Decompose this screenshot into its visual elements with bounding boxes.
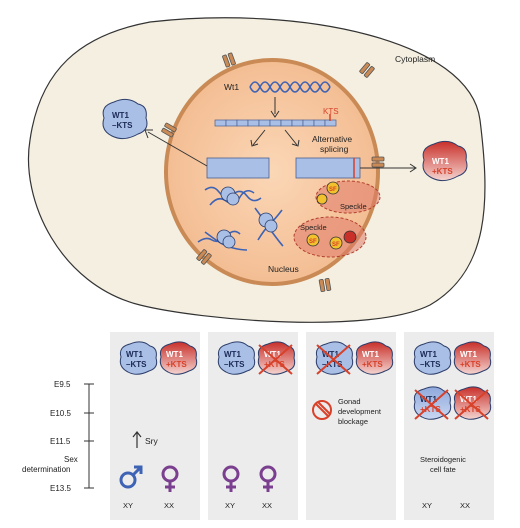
timeline-e13-5: E13.5 [50,484,71,493]
svg-text:–KTS: –KTS [420,360,441,369]
panel2-wt1-minus: WT1 –KTS [217,341,256,375]
svg-text:SF: SF [329,187,337,193]
sry-label: Sry [145,436,159,446]
blockage-line3: blockage [338,417,368,426]
arrow-export-minus [147,131,208,167]
svg-text:WT1: WT1 [166,350,183,359]
male-symbol-icon [119,465,143,489]
timeline-sex-2: determination [22,465,70,474]
svg-text:+KTS: +KTS [460,360,481,369]
svg-text:WT1: WT1 [112,111,129,120]
panel1-wt1-minus: WT1 –KTS [119,341,158,375]
wt1-plus-kts-protein: WT1 +KTS [422,140,468,182]
svg-text:–KTS: –KTS [112,121,133,130]
svg-text:WT1: WT1 [432,157,449,166]
nucleus-label: Nucleus [268,264,299,274]
alt-splicing-label-2: splicing [320,144,349,154]
svg-text:SF: SF [332,242,340,248]
panel1-xy: XY [123,501,133,510]
svg-text:WT1: WT1 [460,395,477,404]
svg-text:Speckle: Speckle [340,202,367,211]
dna-helix-icon [249,81,331,93]
svg-text:+KTS: +KTS [460,405,481,414]
alt-splicing-label-1: Alternative [312,134,352,144]
female-symbol-icon [259,465,277,492]
svg-text:–KTS: –KTS [126,360,147,369]
female-symbol-icon [222,465,240,492]
panel1-xx: XX [164,501,174,510]
panel4-wt1-plus: WT1 +KTS [453,341,492,375]
wt1-nuclear-protein-icon [216,186,278,249]
nuclear-pore-icon [161,52,385,293]
mrna-exon-strip [214,119,337,127]
blockage-icon [312,400,332,420]
svg-text:+KTS: +KTS [432,167,453,176]
panel2-wt1-plus-knockout: WT1 +KTS [257,341,296,375]
female-symbol-icon [161,465,179,492]
speckle-lower: Speckle SF SF [293,216,367,258]
svg-text:+KTS: +KTS [166,360,187,369]
timeline-e10-5: E10.5 [50,409,71,418]
svg-text:WT1: WT1 [420,350,437,359]
svg-text:WT1: WT1 [126,350,143,359]
panel4-wt1-minus-knockout: WT1 +KTS [413,386,452,420]
fate-line1: Steroidogenic [420,455,466,464]
svg-text:+KTS: +KTS [420,405,441,414]
svg-text:WT1: WT1 [224,350,241,359]
fate-line2: cell fate [430,465,456,474]
svg-text:WT1: WT1 [362,350,379,359]
transcript-minus-kts [206,157,270,179]
panel1-wt1-plus: WT1 +KTS [159,341,198,375]
svg-text:WT1: WT1 [420,395,437,404]
arrow-splice-right [284,129,298,146]
wt1-gene-label: Wt1 [224,82,239,92]
timeline-sex-1: Sex [64,455,78,464]
wt1-minus-kts-protein: WT1 –KTS [102,98,148,140]
panel4-xy: XY [422,501,432,510]
cytoplasm-label: Cytoplasm [395,54,435,64]
blockage-line2: development [338,407,382,416]
panel4-wt1-plus-knockout: WT1 +KTS [453,386,492,420]
speckle-upper: Speckle SF [315,180,381,214]
svg-text:WT1: WT1 [264,350,281,359]
svg-text:–KTS: –KTS [224,360,245,369]
svg-text:–KTS: –KTS [322,360,343,369]
timeline-e9-5: E9.5 [54,380,71,389]
svg-text:WT1: WT1 [322,350,339,359]
panel4-xx: XX [460,501,470,510]
svg-text:SF: SF [309,239,317,245]
svg-text:Speckle: Speckle [300,223,327,232]
panel3-wt1-plus: WT1 +KTS [355,341,394,375]
blockage-line1: Gonad [338,397,361,406]
panel2-xx: XX [262,501,272,510]
panel4-wt1-minus: WT1 –KTS [413,341,452,375]
svg-text:+KTS: +KTS [362,360,383,369]
svg-text:+KTS: +KTS [264,360,285,369]
panel3-wt1-minus-knockout: WT1 –KTS [315,341,354,375]
transcript-plus-kts [295,157,355,179]
svg-text:WT1: WT1 [460,350,477,359]
arrow-splice-left [252,129,266,146]
panel2-xy: XY [225,501,235,510]
kts-label: KTS [323,107,339,116]
timeline-e11-5: E11.5 [50,437,71,446]
